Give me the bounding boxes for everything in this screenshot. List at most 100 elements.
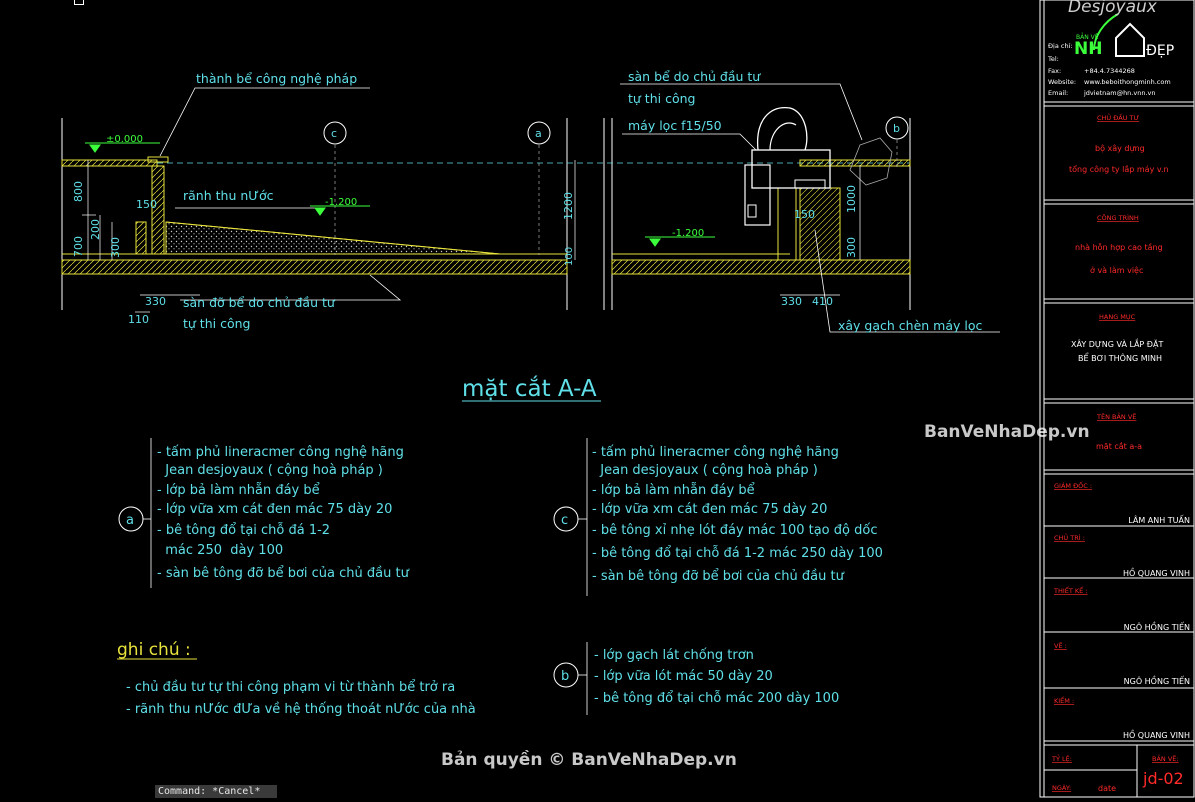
note-b-line: - lớp vữa lót mác 50 dày 20 — [594, 669, 773, 684]
note-c-line: - lớp bả làm nhẵn đáy bể — [592, 483, 755, 498]
label-hang-muc: HẠNG MỤC — [1099, 313, 1136, 321]
chu-dau-tu-2: tổng công ty lắp máy v.n — [1069, 164, 1169, 174]
chu-dau-tu-1: bộ xây dựng — [1095, 143, 1145, 154]
dim-150-left: 150 — [136, 198, 157, 211]
note-a-line: - tấm phủ lineracmer công nghệ hãng — [157, 445, 404, 460]
dim-1000: 1000 — [845, 185, 858, 213]
level-top: ±0.000 — [106, 134, 143, 145]
note-c-line: - tấm phủ lineracmer công nghệ hãng — [592, 445, 839, 460]
dim-410: 410 — [812, 295, 833, 308]
label-slab-2: tự thi công — [183, 316, 250, 331]
label-ngay: NGÀY: — [1052, 783, 1071, 792]
label-thiet-ke: THIẾT KẾ : — [1053, 585, 1088, 595]
label-kiem: KIỂM : — [1054, 695, 1074, 705]
drawing-number: jd-02 — [1142, 769, 1184, 788]
note-b-lines: - lớp gạch lát chống trơn - lớp vữa lót … — [594, 648, 839, 706]
dim-300-right: 300 — [845, 237, 858, 258]
label-deck-1: sàn bể do chủ đầu tư — [628, 69, 761, 84]
note-b-marker: b — [561, 669, 569, 684]
note-b-line: - lớp gạch lát chống trơn — [594, 648, 754, 663]
level-mid: -1.200 — [325, 197, 357, 208]
ghichu-line: - chủ đầu tư tự thi công phạm vi từ thàn… — [126, 680, 455, 695]
dim-100: 100 — [564, 247, 575, 266]
note-a-line: - sàn bê tông đỡ bể bơi của chủ đầu tư — [157, 566, 410, 581]
note-c-line: - bê tông đổ tại chỗ đá 1-2 mác 250 dày … — [592, 546, 883, 561]
note-b-line: - bê tông đổ tại chỗ mác 200 dày 100 — [594, 691, 839, 706]
dim-1200: 1200 — [562, 192, 575, 220]
thiet-ke-name: NGÔ HỒNG TIẾN — [1124, 620, 1190, 632]
section-title: mặt cắt A-A — [462, 375, 597, 402]
ten-ban-ve: mặt cắt a-a — [1096, 441, 1142, 452]
note-a-line: - lớp bả làm nhẵn đáy bể — [157, 483, 320, 498]
contact-label: Fax: — [1048, 67, 1061, 75]
label-ban-ve: BẢN VẼ: — [1152, 754, 1179, 763]
contact-label: Website: — [1048, 78, 1076, 86]
dim-700: 700 — [72, 236, 85, 257]
ghichu-title: ghi chú : — [117, 640, 191, 660]
level-right: -1.200 — [672, 228, 704, 239]
dim-200: 200 — [89, 219, 102, 240]
hang-muc-1: XÂY DỰNG VÀ LẮP ĐẶT — [1071, 337, 1163, 350]
contact-label: Email: — [1048, 89, 1068, 97]
ucs-icon — [74, 0, 84, 5]
note-a-line: mác 250 dày 100 — [157, 543, 283, 558]
marker-a-top: a — [535, 127, 542, 140]
note-c-line: - sàn bê tông đỡ bể bơi của chủ đầu tư — [592, 569, 845, 584]
label-ve: VẼ : — [1054, 641, 1067, 650]
logo-nh: NH — [1074, 39, 1102, 59]
label-deck-2: tự thi công — [628, 91, 695, 106]
cong-trinh-1: nhà hỗn hợp cao tầng — [1075, 242, 1163, 252]
label-brick: xây gạch chèn máy lọc — [838, 318, 983, 333]
contact-fax: +84.4.7344268 — [1084, 67, 1135, 75]
note-a-line: Jean desjoyaux ( cộng hoà pháp ) — [157, 463, 383, 478]
title-block — [1039, 0, 1195, 798]
dim-800: 800 — [72, 181, 85, 202]
ve-name: NGÔ HỒNG TIẾN — [1124, 674, 1190, 686]
note-c-line: - bê tông xỉ nhẹ lót đáy mác 100 tạo độ … — [592, 523, 877, 538]
note-a-line: - lớp vữa xm cát đen mác 75 dày 20 — [157, 502, 392, 517]
label-giam-doc: GIÁM ĐỐC : — [1054, 480, 1092, 490]
contact-website: www.beboithongminh.com — [1084, 78, 1171, 86]
logo-small-text: BẢN VẼ — [1076, 33, 1099, 41]
contact-email: jdvietnam@hn.vnn.vn — [1083, 89, 1156, 97]
ghichu-line: - rãnh thu nƯớc đƯa về hệ thống thoát nƯ… — [126, 702, 476, 717]
watermark-copyright: Bản quyền © BanVeNhaDep.vn — [441, 749, 737, 770]
brand-logo-text: Desjoyaux — [1068, 0, 1158, 17]
section-drawing — [61, 83, 1000, 333]
dim-300-left: 300 — [109, 237, 122, 258]
label-filter: máy lọc f15/50 — [628, 118, 722, 133]
giam-doc-name: LÂM ANH TUẤN — [1128, 514, 1190, 525]
dim-330-left: 330 — [145, 295, 166, 308]
kiem-name: HỒ QUANG VINH — [1123, 728, 1190, 740]
label-cong-trinh: CÔNG TRÌNH — [1097, 213, 1139, 222]
contact-label: Địa chỉ: — [1048, 42, 1073, 50]
dim-110: 110 — [128, 313, 149, 326]
marker-b-top: b — [893, 122, 900, 135]
note-a-marker: a — [126, 513, 134, 528]
note-a-line: - bê tông đổ tại chỗ đá 1-2 — [157, 523, 330, 538]
hang-muc-2: BỂ BƠI THÔNG MINH — [1078, 351, 1162, 363]
label-chu-tri: CHỦ TRÌ : — [1054, 532, 1085, 542]
dim-330-right: 330 — [781, 295, 802, 308]
label-ty-le: TỶ LỆ: — [1051, 754, 1072, 763]
marker-c-top: c — [331, 127, 337, 140]
label-ten-ban-ve: TÊN BẢN VẼ — [1096, 412, 1136, 421]
command-line[interactable]: Command: *Cancel* — [155, 785, 277, 798]
cong-trinh-2: ở và làm việc — [1090, 265, 1143, 275]
contact-label: Tel: — [1047, 55, 1059, 63]
label-gutter: rãnh thu nƯớc — [183, 188, 274, 203]
note-c-line: Jean desjoyaux ( cộng hoà pháp ) — [592, 463, 818, 478]
label-slab-1: sàn đỡ bể do chủ đầu tư — [183, 295, 336, 310]
logo-dep: ĐẸP — [1146, 43, 1174, 59]
note-a-lines: - tấm phủ lineracmer công nghệ hãng Jean… — [157, 445, 410, 581]
note-c-line: - lớp vữa xm cát đen mác 75 dày 20 — [592, 502, 827, 517]
note-c-marker: c — [561, 513, 568, 528]
label-chu-dau-tu: CHỦ ĐẦU TƯ — [1097, 112, 1140, 122]
watermark-site: BanVeNhaDep.vn — [924, 422, 1090, 442]
ngay-value: date — [1098, 784, 1116, 793]
label-wall: thành bể công nghệ pháp — [196, 71, 357, 86]
chu-tri-name: HỒ QUANG VINH — [1123, 566, 1190, 578]
note-c-lines: - tấm phủ lineracmer công nghệ hãng Jean… — [592, 445, 883, 584]
dim-150-right: 150 — [794, 208, 815, 221]
